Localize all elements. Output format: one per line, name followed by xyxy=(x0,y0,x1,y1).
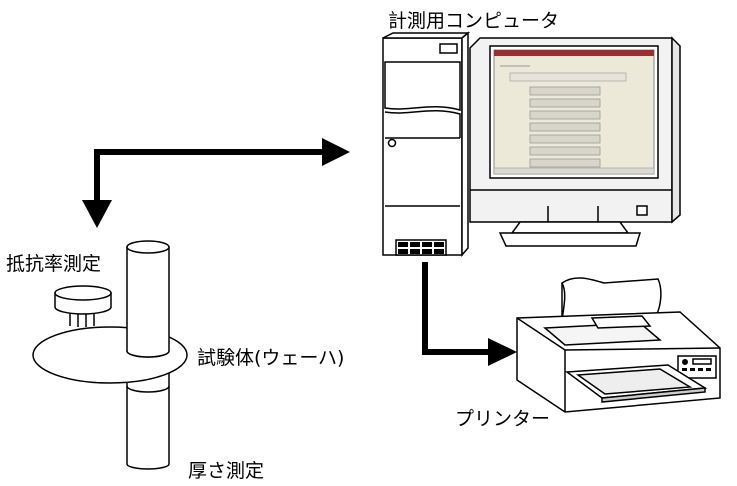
computer-tower xyxy=(382,31,471,258)
monitor-screen xyxy=(493,49,655,175)
resistivity-measurement-label: 抵抗率測定 xyxy=(6,253,102,275)
power-button-icon xyxy=(387,138,397,148)
printer xyxy=(516,277,721,413)
specimen-stand xyxy=(32,240,188,470)
arrow-to-printer xyxy=(422,262,490,355)
connection-arrows xyxy=(82,138,517,366)
thickness-measurement-label: 厚さ測定 xyxy=(188,460,265,482)
printer-label: プリンター xyxy=(455,408,551,430)
arrow-to-probe xyxy=(94,149,327,200)
specimen-wafer-label: 試験体(ウェーハ) xyxy=(197,347,345,369)
arrow-to-probe-head xyxy=(82,200,112,228)
monitor-button-icon xyxy=(636,205,648,216)
arrow-to-computer-head xyxy=(322,138,350,166)
arrow-to-printer-head xyxy=(488,338,517,366)
computer-label: 計測用コンピュータ xyxy=(388,10,560,32)
four-point-probe-icon xyxy=(54,285,112,327)
printer-power-icon xyxy=(682,359,688,365)
